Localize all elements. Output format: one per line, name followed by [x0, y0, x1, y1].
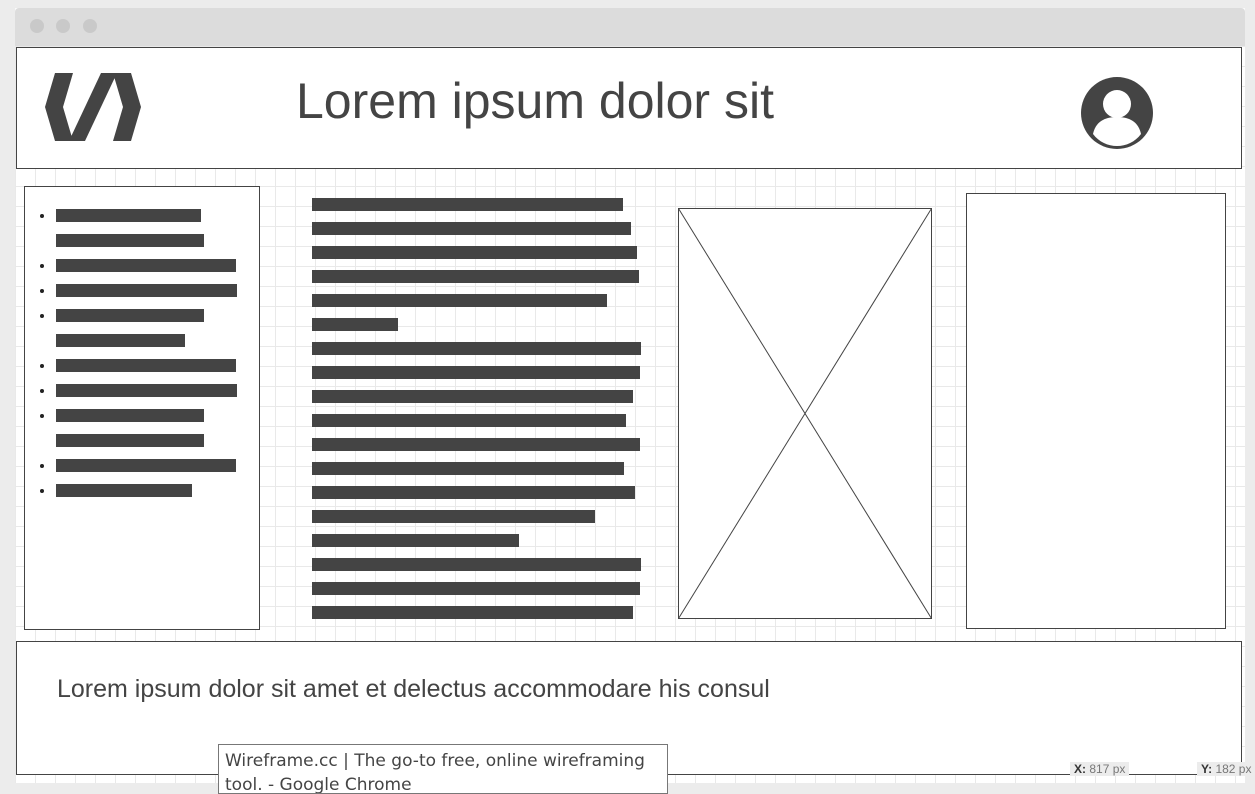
maximize-window-button[interactable]: [83, 19, 97, 33]
list-bullet: [40, 389, 44, 393]
footer-text: Lorem ipsum dolor sit amet et delectus a…: [57, 675, 770, 703]
paragraph-line: [312, 606, 633, 619]
list-bullet: [40, 214, 44, 218]
paragraph-line: [312, 270, 639, 283]
paragraph-line: [312, 558, 641, 571]
paragraph-line: [312, 366, 640, 379]
sidebar-list-panel[interactable]: [24, 186, 260, 630]
paragraph-line: [312, 342, 641, 355]
paragraph-line: [312, 510, 595, 523]
paragraph-line: [312, 582, 640, 595]
window-titlebar: [15, 8, 1245, 46]
paragraph-line: [312, 462, 624, 475]
paragraph-line: [312, 534, 519, 547]
list-bullet: [40, 414, 44, 418]
list-item-text: [56, 309, 204, 322]
list-item-text: [56, 284, 237, 297]
cursor-x-readout: X: 817 px: [1070, 762, 1130, 776]
empty-content-box[interactable]: [966, 193, 1226, 629]
code-slash-icon: [45, 73, 141, 141]
list-item-text: [56, 434, 204, 447]
list-bullet: [40, 264, 44, 268]
paragraph-line: [312, 198, 623, 211]
wireframe-header[interactable]: Lorem ipsum dolor sit: [16, 47, 1242, 169]
list-bullet: [40, 289, 44, 293]
list-item-text: [56, 334, 185, 347]
list-item-text: [56, 259, 236, 272]
window-title-tooltip: Wireframe.cc | The go-to free, online wi…: [218, 744, 668, 794]
paragraph-line: [312, 414, 626, 427]
list-bullet: [40, 464, 44, 468]
list-bullet: [40, 314, 44, 318]
cursor-y-readout: Y: 182 px: [1197, 762, 1255, 776]
list-item-text: [56, 409, 204, 422]
minimize-window-button[interactable]: [56, 19, 70, 33]
paragraph-line: [312, 246, 637, 259]
list-item-text: [56, 384, 237, 397]
paragraph-line: [312, 486, 635, 499]
list-bullet: [40, 364, 44, 368]
list-item-text: [56, 234, 204, 247]
list-item-text: [56, 459, 236, 472]
image-placeholder-icon[interactable]: [678, 208, 932, 619]
paragraph-line: [312, 438, 640, 451]
paragraph-block[interactable]: [312, 198, 642, 620]
close-window-button[interactable]: [30, 19, 44, 33]
user-avatar-icon[interactable]: [1080, 76, 1154, 150]
list-bullet: [40, 489, 44, 493]
list-item-text: [56, 209, 201, 222]
list-item-text: [56, 359, 236, 372]
paragraph-line: [312, 390, 633, 403]
paragraph-line: [312, 222, 631, 235]
paragraph-line: [312, 294, 607, 307]
list-item-text: [56, 484, 192, 497]
page-title: Lorem ipsum dolor sit: [296, 73, 774, 129]
paragraph-line: [312, 318, 398, 331]
